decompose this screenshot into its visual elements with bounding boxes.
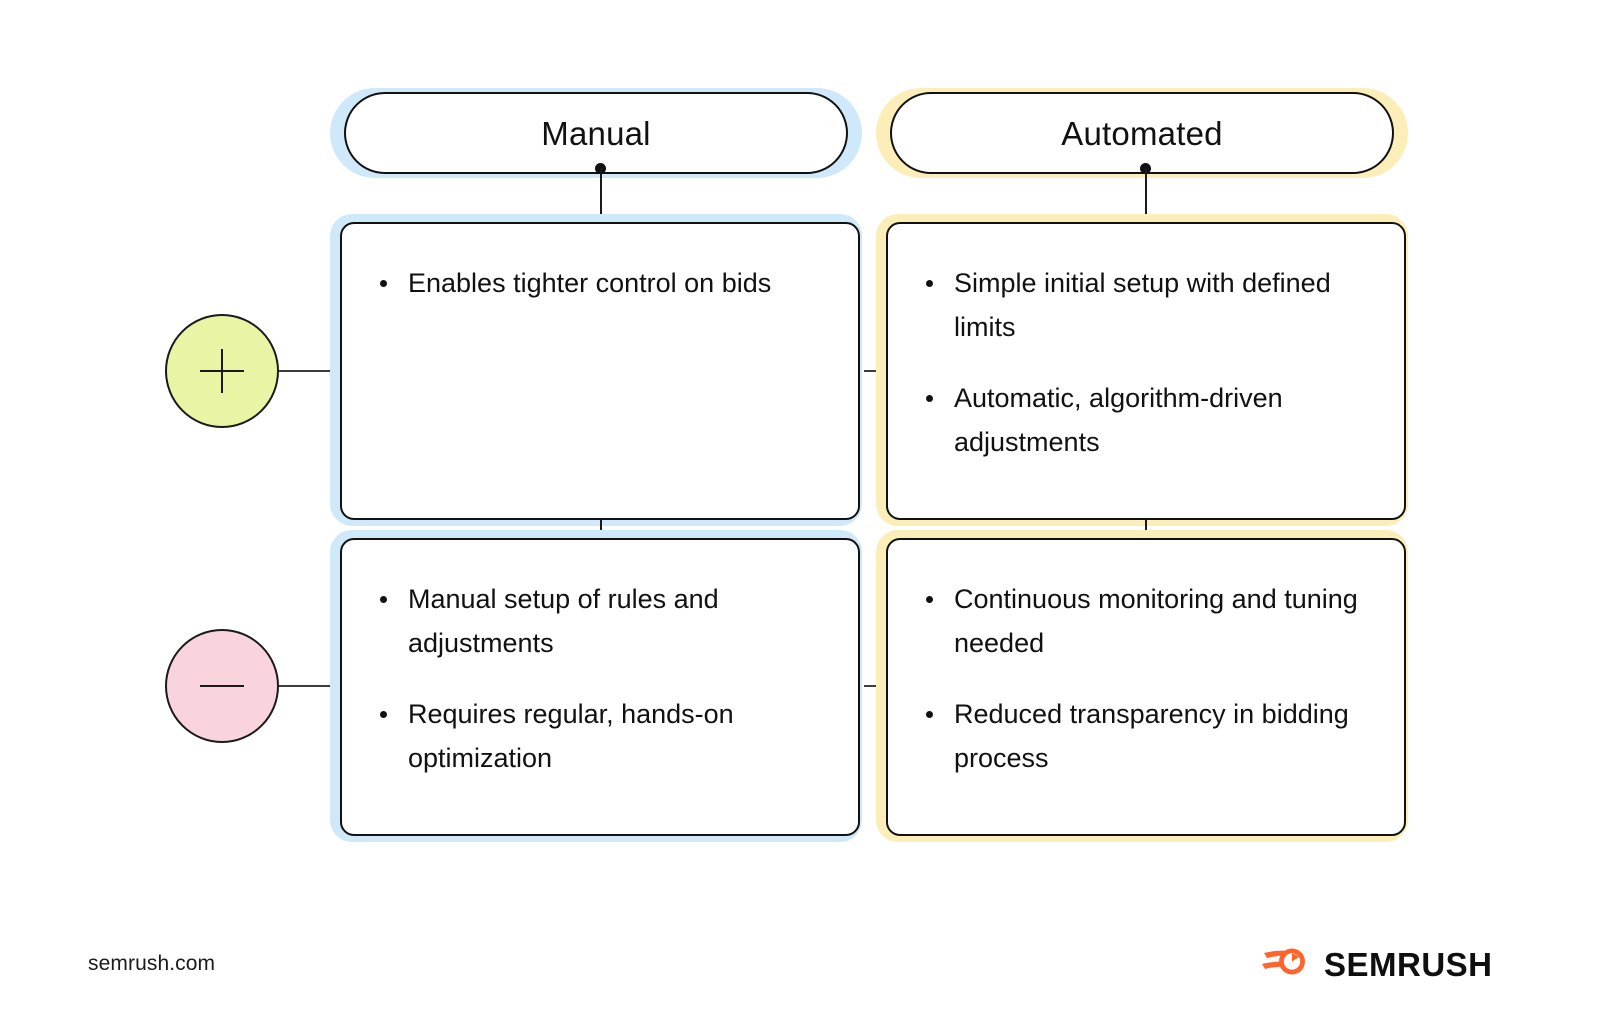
automated-cons-list: Continuous monitoring and tuning needed … <box>924 578 1370 781</box>
footer-url[interactable]: semrush.com <box>88 952 216 975</box>
semrush-mark-icon <box>1262 944 1310 985</box>
manual-cons-box[interactable]: Manual setup of rules and adjustments Re… <box>340 538 860 836</box>
column-title-manual: Manual <box>541 114 651 152</box>
minus-icon <box>200 664 244 708</box>
connector-line-manual-header <box>600 168 602 224</box>
plus-icon <box>200 349 244 393</box>
list-item: Simple initial setup with defined limits <box>924 262 1370 349</box>
list-item: Continuous monitoring and tuning needed <box>924 578 1370 665</box>
connector-cons-to-manual <box>279 685 337 687</box>
automated-pros-box[interactable]: Simple initial setup with defined limits… <box>886 222 1406 520</box>
connector-line-automated-header <box>1145 168 1147 224</box>
list-item: Manual setup of rules and adjustments <box>378 578 824 665</box>
connector-pros-to-manual <box>279 370 337 372</box>
list-item: Enables tighter control on bids <box>378 262 824 306</box>
cons-marker-circle[interactable] <box>165 629 279 743</box>
column-header-manual[interactable]: Manual <box>344 92 848 174</box>
list-item: Reduced transparency in bidding process <box>924 693 1370 780</box>
column-header-automated[interactable]: Automated <box>890 92 1394 174</box>
manual-pros-box[interactable]: Enables tighter control on bids <box>340 222 860 520</box>
list-item: Automatic, algorithm-driven adjustments <box>924 377 1370 464</box>
manual-cons-list: Manual setup of rules and adjustments Re… <box>378 578 824 781</box>
pros-marker-circle[interactable] <box>165 314 279 428</box>
semrush-logo[interactable]: SEMRUSH <box>1262 944 1493 985</box>
automated-pros-list: Simple initial setup with defined limits… <box>924 262 1370 465</box>
manual-pros-list: Enables tighter control on bids <box>378 262 824 306</box>
automated-cons-box[interactable]: Continuous monitoring and tuning needed … <box>886 538 1406 836</box>
list-item: Requires regular, hands-on optimization <box>378 693 824 780</box>
column-title-automated: Automated <box>1061 114 1223 152</box>
semrush-wordmark: SEMRUSH <box>1324 946 1493 983</box>
